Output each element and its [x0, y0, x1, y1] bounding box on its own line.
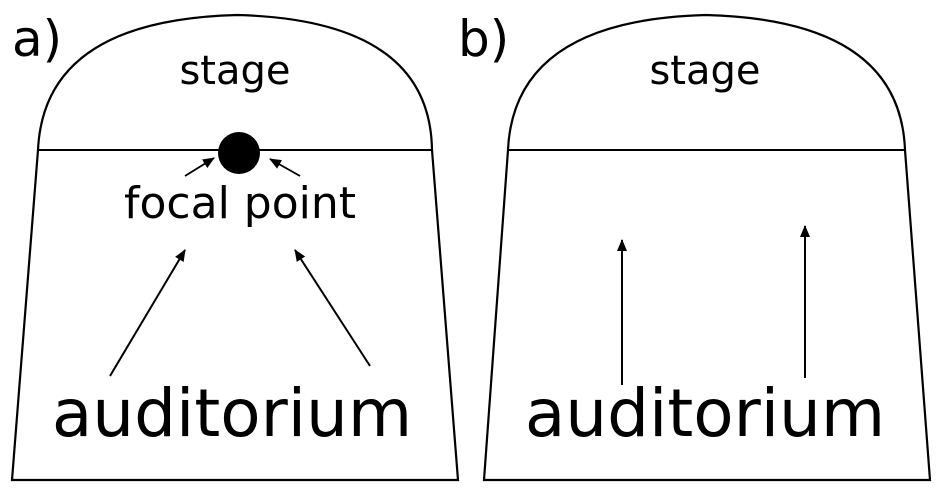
- panel-a: a) stage focal point auditorium: [10, 10, 460, 482]
- panel-b-auditorium-label: auditorium: [525, 375, 885, 452]
- panel-a-auditorium-label: auditorium: [52, 375, 412, 452]
- panel-b-stage-label: stage: [649, 48, 760, 94]
- audience-arrow-left: [109, 249, 186, 377]
- focal-point-label: focal point: [124, 178, 356, 229]
- audience-arrow-right: [294, 249, 371, 367]
- focal-arrow-left: [184, 157, 215, 177]
- panel-a-outline: [10, 13, 460, 482]
- panel-b-label: b): [458, 10, 509, 68]
- focal-point-dot: [218, 132, 260, 174]
- panel-a-stage-label: stage: [179, 48, 290, 94]
- panel-b-outline: [482, 13, 932, 482]
- panel-b: b) stage auditorium: [458, 10, 932, 482]
- panel-a-label: a): [12, 10, 62, 68]
- focal-arrow-right: [269, 158, 301, 177]
